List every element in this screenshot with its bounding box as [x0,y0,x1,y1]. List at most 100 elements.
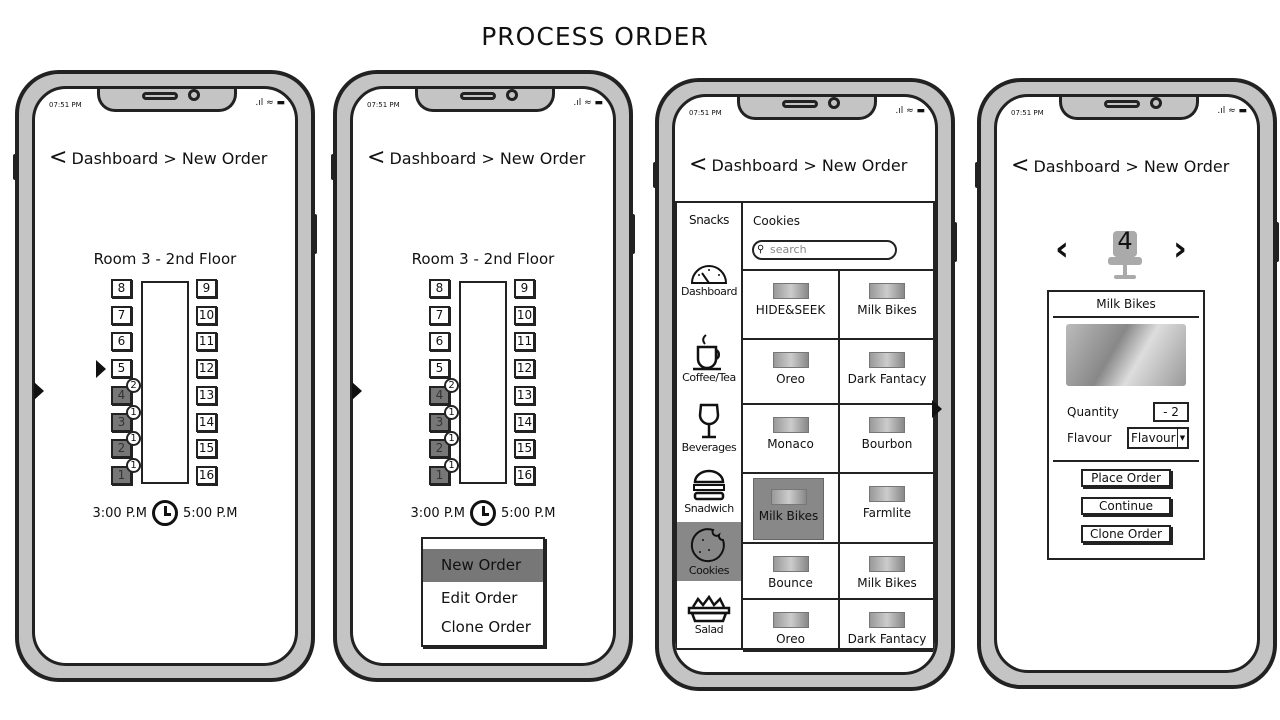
seat-16[interactable]: 16 [514,465,535,485]
seat-8[interactable]: 8 [111,279,132,298]
category-dashboard[interactable]: Dashboard [677,257,741,302]
back-chevron-icon[interactable]: < [49,145,68,170]
back-chevron-icon[interactable]: < [1011,153,1030,178]
category-label: Dashboard [680,285,738,298]
seat-number: 2 [117,441,126,456]
product-name: Dark Fantacy [847,632,927,646]
flow-arrow-icon [352,382,362,400]
product-card[interactable]: Bourbon [840,405,934,474]
seat-10[interactable]: 10 [514,305,535,325]
continue-button[interactable]: Continue [1081,497,1171,515]
clock-icon[interactable] [152,500,178,526]
product-card[interactable]: Bounce [743,544,840,600]
menu-item-new-order[interactable]: New Order [423,549,543,582]
phone-frame-1: 07:51 PM .ıl ≈ ▬ <Dashboard > New Order … [13,70,317,682]
seat-5[interactable]: 5 [429,359,450,379]
product-image [772,612,809,628]
next-seat-button[interactable]: › [1173,229,1188,269]
back-chevron-icon[interactable]: < [367,145,386,170]
menu-item-edit-order[interactable]: Edit Order [441,589,518,607]
seat-number: 11 [198,334,215,349]
seat-11[interactable]: 11 [514,332,535,352]
seat-number: 4 [435,387,444,402]
category-snadwich[interactable]: Snadwich [677,464,741,519]
place-order-button[interactable]: Place Order [1081,469,1171,487]
product-name: Bourbon [861,437,913,451]
product-card[interactable]: Monaco [743,405,840,474]
breadcrumb[interactable]: <Dashboard > New Order [49,147,267,169]
seat-9[interactable]: 9 [196,279,217,298]
product-image [869,417,905,433]
chair-icon: 4 [1108,227,1142,287]
search-input[interactable]: ⚲search [752,240,897,260]
previous-seat-button[interactable]: ‹ [1055,229,1070,269]
seat-6[interactable]: 6 [429,332,450,352]
product-grid: HIDE&SEEK Milk Bikes Oreo Dark Fantacy M… [743,269,934,652]
category-salad[interactable]: Salad [677,591,741,640]
menu-item-clone-order[interactable]: Clone Order [441,618,531,636]
seat-13[interactable]: 13 [196,385,217,405]
seat-6[interactable]: 6 [111,332,132,352]
product-card[interactable]: Milk Bikes [840,271,934,340]
product-card[interactable]: Milk Bikes [840,544,934,600]
seat-14[interactable]: 14 [196,412,217,432]
seat-15[interactable]: 15 [196,439,217,459]
breadcrumb[interactable]: <Dashboard > New Order [367,147,585,169]
camera [828,97,840,109]
seat-13[interactable]: 13 [514,385,535,405]
seat-11[interactable]: 11 [196,332,217,352]
sidebar-title: Snacks [689,213,729,227]
seat-16[interactable]: 16 [196,465,217,485]
breadcrumb[interactable]: <Dashboard > New Order [1011,155,1229,177]
back-chevron-icon[interactable]: < [689,152,708,177]
notch [415,89,555,112]
seat-12[interactable]: 12 [196,359,217,379]
seat-number: 14 [198,414,215,429]
side-button [952,222,957,262]
seat-number: 4 [117,387,126,402]
category-coffee-tea[interactable]: Coffee/Tea [677,329,741,388]
seat-15[interactable]: 15 [514,439,535,459]
product-card[interactable]: Farmlite [840,474,934,544]
seat-8[interactable]: 8 [429,279,450,298]
quantity-stepper[interactable]: - 2 [1153,402,1189,422]
category-beverages[interactable]: Beverages [677,399,741,458]
seat-12[interactable]: 12 [514,359,535,379]
product-card[interactable]: Oreo [743,600,840,652]
seat-5[interactable]: 5 [111,359,132,379]
seat-14[interactable]: 14 [514,412,535,432]
seat-number: 8 [435,281,444,295]
category-cookies[interactable]: Cookies [677,522,741,581]
flavour-select[interactable]: Flavour▼ [1127,427,1189,449]
seat-10[interactable]: 10 [196,305,217,325]
product-card[interactable]: Milk Bikes [743,474,840,544]
seat-number: 1 [117,467,126,482]
product-card[interactable]: Dark Fantacy [840,340,934,405]
side-button [13,154,18,180]
product-name: Farmlite [862,506,912,520]
flow-arrow-icon [34,382,44,400]
clock-icon[interactable] [470,500,496,526]
status-time: 07:51 PM [49,101,82,109]
seat-9[interactable]: 9 [514,279,535,298]
product-card[interactable]: Dark Fantacy [840,600,934,652]
breadcrumb[interactable]: <Dashboard > New Order [689,154,907,176]
seat-7[interactable]: 7 [111,305,132,325]
product-card[interactable]: Oreo [743,340,840,405]
seat-7[interactable]: 7 [429,305,450,325]
order-count-badge: 1 [126,457,141,473]
clone-order-button[interactable]: Clone Order [1081,525,1171,543]
product-card[interactable]: HIDE&SEEK [743,271,840,340]
product-name: Dark Fantacy [847,372,927,386]
dining-table [459,281,507,484]
